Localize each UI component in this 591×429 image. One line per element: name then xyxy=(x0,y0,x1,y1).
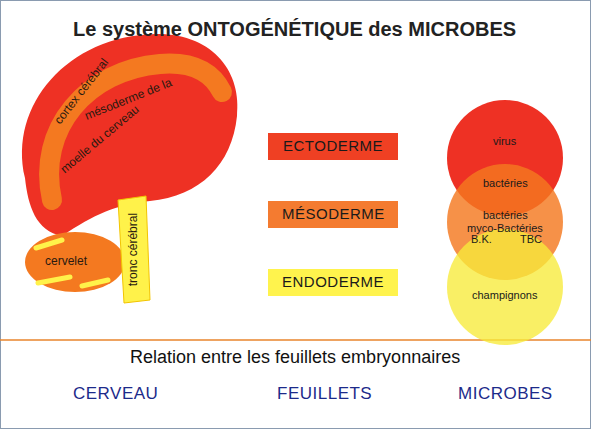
circle-shape xyxy=(447,229,563,345)
microbe-label: virus xyxy=(493,135,516,147)
cerebellum-stripes xyxy=(36,240,108,286)
band-label: ECTODERME xyxy=(283,138,383,155)
microbe-circle: champignons xyxy=(447,229,563,345)
microbe-label: TBC xyxy=(520,233,542,245)
band-label: MÉSODERME xyxy=(282,206,385,223)
microbe-label: B.K. xyxy=(471,233,492,245)
brain-medulla-band xyxy=(49,64,222,200)
column-heading: CERVEAU xyxy=(73,385,158,404)
microbe-label: champignons xyxy=(472,289,537,301)
column-heading: FEUILLETS xyxy=(277,385,372,404)
germ-layer-band: ECTODERME xyxy=(268,133,398,160)
brain-part-label: tronc cérébral xyxy=(127,213,140,286)
column-heading: MICROBES xyxy=(458,385,553,404)
germ-layer-band: MÉSODERME xyxy=(268,201,398,228)
microbe-label: myco-Bactéries xyxy=(467,222,543,234)
brain-part-label: cervelet xyxy=(45,255,87,268)
circle-fill xyxy=(447,229,563,345)
germ-layer-band: ENDODERME xyxy=(268,269,398,296)
band-label: ENDODERME xyxy=(282,274,384,291)
microbe-label: bactéries xyxy=(483,177,528,189)
brainstem xyxy=(118,196,150,303)
caption: Relation entre les feuillets embryonnair… xyxy=(130,348,460,368)
microbe-label: bactéries xyxy=(483,209,528,221)
diagram-title: Le système ONTOGÉNÉTIQUE des MICROBES xyxy=(73,18,516,40)
cerebellum xyxy=(25,232,125,292)
